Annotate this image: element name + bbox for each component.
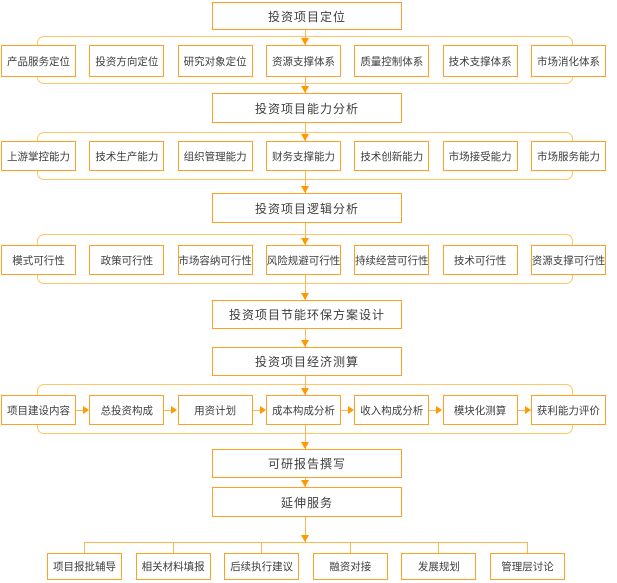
connector-line <box>438 542 439 553</box>
arrow-down-icon <box>301 517 309 542</box>
row-economic: 项目建设内容 总投资构成 用资计划 成本构成分析 收入构成分析 模块化测算 获利… <box>1 395 606 425</box>
node-product-service-positioning: 产品服务定位 <box>1 45 76 77</box>
node-management-discussion: 管理层讨论 <box>489 553 565 580</box>
node-resource-support-feasibility: 资源支撑可行性 <box>530 245 606 275</box>
arrow-down-icon <box>301 425 309 449</box>
row-extended-services: 项目报批辅导 相关材料填报 后续执行建议 融资对接 发展规划 管理层讨论 <box>47 553 565 580</box>
node-logic-analysis: 投资项目逻辑分析 <box>212 193 402 223</box>
node-extended-services: 延伸服务 <box>212 487 402 517</box>
connector-line <box>84 542 85 553</box>
arrow-down-icon <box>301 275 309 300</box>
node-resource-support-system: 资源支撑体系 <box>265 45 341 77</box>
node-energy-env-design: 投资项目节能环保方案设计 <box>212 300 402 329</box>
arrow-down-icon <box>301 171 309 193</box>
row-logic: 模式可行性 政策可行性 市场容纳可行性 风险规避可行性 持续经营可行性 技术可行… <box>1 245 606 275</box>
connector-line <box>84 542 528 543</box>
arrow-right-icon <box>429 405 443 415</box>
node-income-composition-analysis: 收入构成分析 <box>354 395 430 425</box>
node-investment-project-positioning: 投资项目定位 <box>212 2 402 30</box>
node-capability-analysis: 投资项目能力分析 <box>212 93 402 123</box>
row-capability: 上游掌控能力 技术生产能力 组织管理能力 财务支撑能力 技术创新能力 市场接受能… <box>1 141 606 171</box>
connector-line <box>261 542 262 553</box>
node-risk-avoidance-feasibility: 风险规避可行性 <box>265 245 341 275</box>
arrow-right-icon <box>164 405 178 415</box>
arrow-right-icon <box>252 405 266 415</box>
node-construction-content: 项目建设内容 <box>1 395 76 425</box>
arrow-down-icon <box>301 223 309 245</box>
node-quality-control-system: 质量控制体系 <box>354 45 430 77</box>
node-approval-coaching: 项目报批辅导 <box>47 553 122 580</box>
arrow-right-icon <box>341 405 355 415</box>
node-market-service-capability: 市场服务能力 <box>530 141 606 171</box>
node-financial-support-capability: 财务支撑能力 <box>265 141 341 171</box>
arrow-right-icon <box>517 405 531 415</box>
node-financing-matchmaking: 融资对接 <box>312 553 388 580</box>
arrow-down-icon <box>301 123 309 141</box>
node-policy-feasibility: 政策可行性 <box>89 245 165 275</box>
node-market-acceptance-capability: 市场接受能力 <box>442 141 518 171</box>
arrow-down-icon <box>301 30 309 45</box>
node-sustainable-operation-feasibility: 持续经营可行性 <box>354 245 430 275</box>
connector-line <box>173 542 174 553</box>
node-fund-usage-plan: 用资计划 <box>177 395 253 425</box>
connector-line <box>527 542 528 553</box>
arrow-down-icon <box>301 77 309 93</box>
arrow-down-icon <box>301 329 309 347</box>
connector-line <box>350 542 351 553</box>
node-market-absorption-system: 市场消化体系 <box>530 45 606 77</box>
node-tech-support-system: 技术支撑体系 <box>442 45 518 77</box>
arrow-down-icon <box>301 478 309 487</box>
arrow-right-icon <box>76 405 90 415</box>
node-development-planning: 发展规划 <box>401 553 477 580</box>
node-org-management-capability: 组织管理能力 <box>177 141 253 171</box>
node-model-feasibility: 模式可行性 <box>1 245 76 275</box>
node-profitability-evaluation: 获利能力评价 <box>530 395 606 425</box>
node-upstream-control-capability: 上游掌控能力 <box>1 141 76 171</box>
node-economic-calculation: 投资项目经济测算 <box>212 347 402 376</box>
arrow-down-icon <box>301 376 309 395</box>
node-tech-innovation-capability: 技术创新能力 <box>354 141 430 171</box>
node-market-capacity-feasibility: 市场容纳可行性 <box>177 245 253 275</box>
node-feasibility-report-writing: 可研报告撰写 <box>212 449 402 478</box>
node-research-object-positioning: 研究对象定位 <box>177 45 253 77</box>
node-total-investment-composition: 总投资构成 <box>89 395 165 425</box>
node-technical-feasibility: 技术可行性 <box>442 245 518 275</box>
row-positioning: 产品服务定位 投资方向定位 研究对象定位 资源支撑体系 质量控制体系 技术支撑体… <box>1 45 606 77</box>
node-follow-up-suggestions: 后续执行建议 <box>224 553 300 580</box>
node-investment-direction-positioning: 投资方向定位 <box>89 45 165 77</box>
node-tech-production-capability: 技术生产能力 <box>89 141 165 171</box>
node-cost-composition-analysis: 成本构成分析 <box>265 395 341 425</box>
node-material-filing: 相关材料填报 <box>135 553 211 580</box>
node-modular-calculation: 模块化测算 <box>442 395 518 425</box>
